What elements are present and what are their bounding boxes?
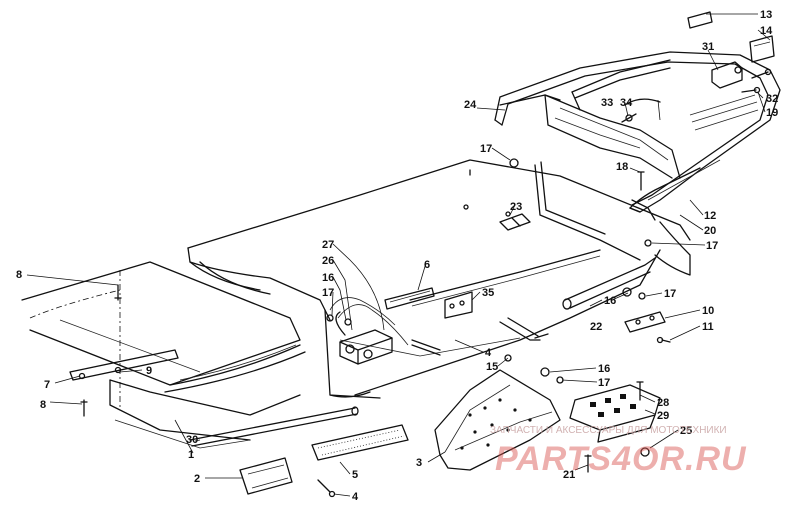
- callout-8a: 8: [16, 269, 22, 281]
- callout-27: 27: [322, 239, 334, 251]
- callout-9: 9: [146, 365, 152, 377]
- callout-18: 18: [616, 161, 628, 173]
- callout-17a: 17: [322, 287, 334, 299]
- callout-28: 28: [657, 397, 669, 409]
- callout-6: 6: [424, 259, 430, 271]
- callout-31: 31: [702, 41, 714, 53]
- callout-17c: 17: [664, 288, 676, 300]
- seat-pad-assembly: [21, 261, 359, 449]
- callout-14: 14: [760, 25, 773, 37]
- callout-20: 20: [704, 225, 716, 237]
- callout-8b: 8: [40, 399, 46, 411]
- callout-33: 33: [601, 97, 613, 109]
- callout-30: 30: [186, 434, 198, 446]
- callout-19: 19: [766, 107, 778, 119]
- callout-24: 24: [464, 99, 477, 111]
- watermark-logo: PARTS4OR.RU: [495, 440, 747, 478]
- tunnel-panel: [187, 159, 691, 399]
- callout-12: 12: [704, 210, 716, 222]
- leader-lines: [26, 13, 771, 497]
- callout-16a: 16: [322, 272, 334, 284]
- callout-4a: 4: [352, 491, 359, 503]
- callout-4b: 4: [485, 347, 492, 359]
- callout-17b: 17: [598, 377, 610, 389]
- callout-22: 22: [590, 321, 602, 333]
- callout-16b: 16: [598, 363, 610, 375]
- callout-labels: 8 7 8 9 30 1 2 5 4 27 26 16 17 6 35 4 15…: [16, 9, 778, 503]
- callout-1: 1: [188, 449, 194, 461]
- callout-5: 5: [352, 469, 358, 481]
- watermark: ЗАПЧАСТИ И АКСЕССУАРЫ ДЛЯ МОТОТЕХНИКИ PA…: [490, 425, 747, 478]
- callout-17d: 17: [706, 240, 718, 252]
- callout-17e: 17: [480, 143, 492, 155]
- callout-35: 35: [482, 287, 494, 299]
- callout-11: 11: [702, 321, 714, 333]
- callout-32: 32: [766, 93, 778, 105]
- callout-34: 34: [620, 97, 633, 109]
- callout-29: 29: [657, 410, 669, 422]
- watermark-caption: ЗАПЧАСТИ И АКСЕССУАРЫ ДЛЯ МОТОТЕХНИКИ: [490, 425, 727, 436]
- callout-26: 26: [322, 255, 334, 267]
- callout-25: 25: [680, 425, 692, 437]
- reflector-and-bracket: [499, 11, 775, 247]
- callout-10: 10: [702, 305, 714, 317]
- callout-23: 23: [510, 201, 522, 213]
- callout-16c: 16: [604, 295, 616, 307]
- callout-15: 15: [486, 361, 498, 373]
- callout-21: 21: [563, 469, 575, 481]
- bottom-parts: [239, 424, 409, 498]
- rear-bumper-rack: [494, 51, 781, 276]
- callout-3: 3: [416, 457, 422, 469]
- callout-13: 13: [760, 9, 772, 21]
- callout-7: 7: [44, 379, 50, 391]
- callout-2: 2: [194, 473, 200, 485]
